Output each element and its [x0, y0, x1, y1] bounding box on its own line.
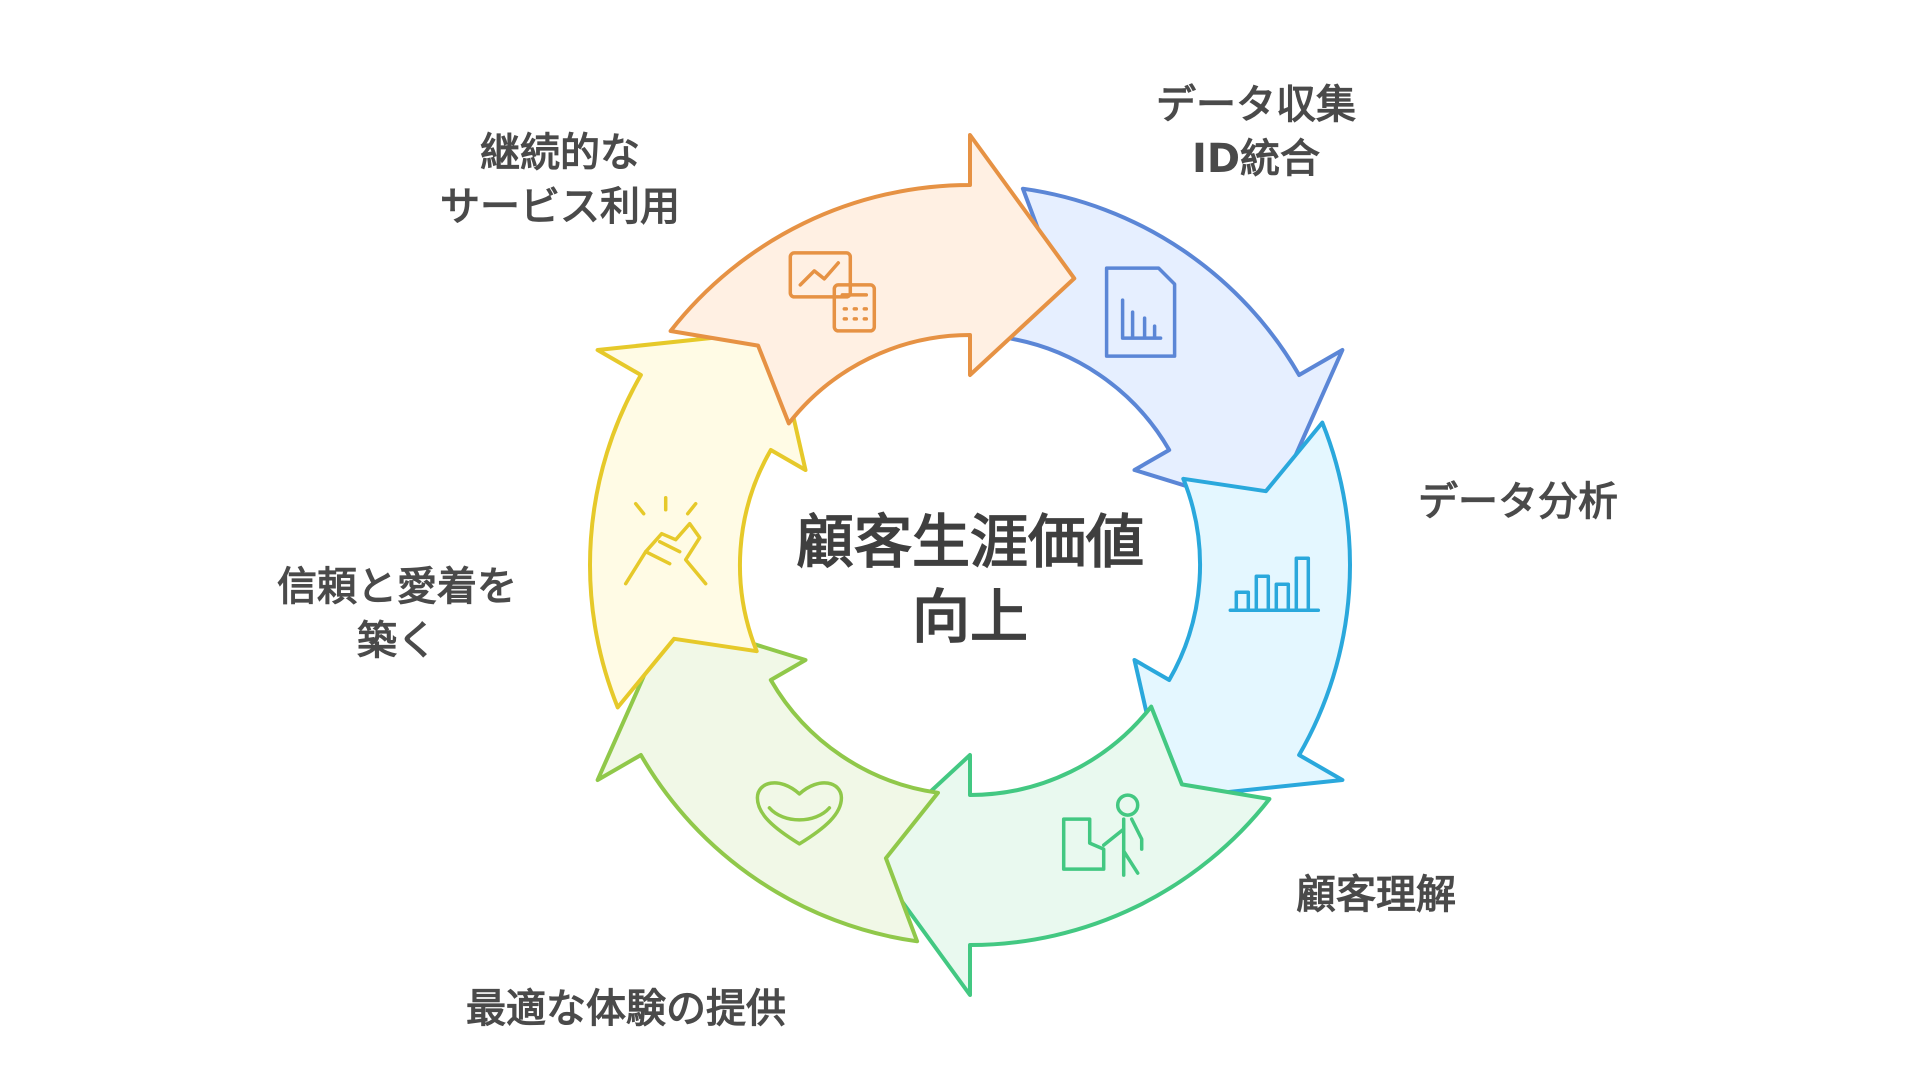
stage-label-continued-use: 継続的な サービス利用 [440, 130, 680, 230]
growth-calculator-icon [788, 251, 877, 333]
stage-label-data-collection: データ収集 ID統合 [1156, 82, 1356, 182]
person-presenting-icon [1061, 793, 1144, 877]
arrow-data-collection [1000, 186, 1345, 514]
bar-chart-icon [1228, 556, 1321, 613]
heart-icon [755, 781, 844, 846]
stage-label-data-analysis: データ分析 [1418, 479, 1618, 525]
arrow-customer-understanding [863, 704, 1272, 997]
document-chart-icon [1104, 266, 1177, 358]
center-title: 顧客生涯価値 向上 [795, 508, 1144, 652]
arrow-trust-attachment [588, 329, 808, 710]
stage-label-customer-understanding: 顧客理解 [1296, 872, 1456, 918]
handshake-icon [623, 495, 708, 586]
stage-label-optimal-experience: 最適な体験の提供 [466, 986, 786, 1032]
arrow-optimal-experience [595, 616, 940, 944]
arrow-continued-use [668, 133, 1077, 426]
stage-label-trust-attachment: 信頼と愛着を 築く [277, 564, 517, 664]
